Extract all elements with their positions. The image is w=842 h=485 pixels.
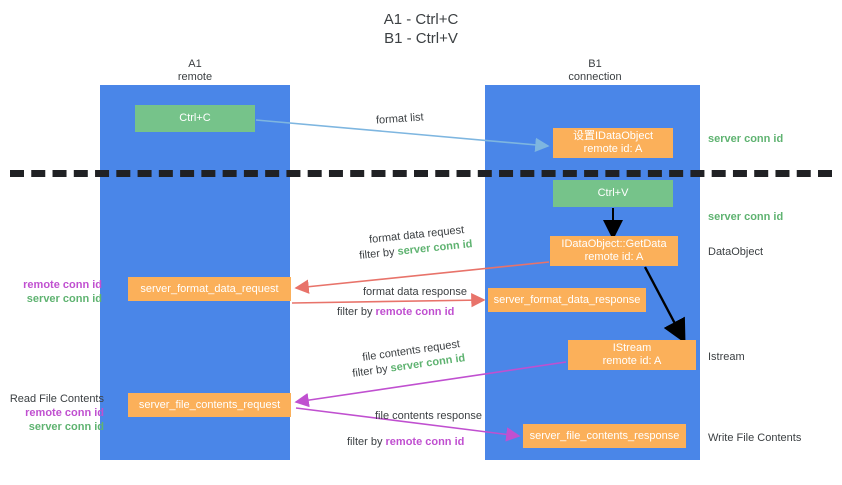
node-ctrl-c[interactable]: Ctrl+C — [135, 105, 255, 132]
edge-label-format-data-response: format data response — [363, 286, 467, 298]
node-istream[interactable]: IStream remote id: A — [568, 340, 696, 370]
node-server-file-contents-request[interactable]: server_file_contents_request — [128, 393, 291, 417]
node-server-format-data-request[interactable]: server_format_data_request — [128, 277, 291, 301]
node-server-file-contents-response[interactable]: server_file_contents_response — [523, 424, 686, 448]
filter-key-remote-conn-id: remote conn id — [375, 306, 455, 318]
filter-prefix: filter by — [337, 306, 376, 318]
side-label-server-conn-id-lower: server conn id — [28, 421, 104, 433]
lane-header-b1: B1 connection — [568, 58, 622, 83]
filter-prefix: filter by — [351, 362, 392, 380]
side-label-write-file-contents: Write File Contents — [708, 432, 802, 444]
side-label-server-conn-id-upper: server conn id — [26, 293, 102, 305]
node-ctrl-v[interactable]: Ctrl+V — [553, 180, 673, 207]
edge-label-file-contents-response: file contents response — [375, 410, 483, 422]
filter-prefix: filter by — [358, 245, 399, 262]
side-label-remote-conn-id-upper: remote conn id — [23, 279, 102, 291]
side-label-remote-conn-id-lower: remote conn id — [25, 407, 104, 419]
page-title: A1 - Ctrl+C B1 - Ctrl+V — [383, 11, 459, 47]
edge-label-format-list: format list — [375, 111, 425, 127]
side-label-read-file-contents-group: Read File Contents remote conn id server… — [8, 392, 104, 434]
lane-header-a1: A1 remote — [177, 58, 213, 83]
edge-label-format-data-response-filter: filter by remote conn id — [337, 305, 454, 320]
side-label-dataobject: DataObject — [708, 246, 764, 258]
arrow-format-data-response — [291, 293, 486, 308]
divider-dashed-line — [10, 170, 832, 177]
node-set-idataobject[interactable]: 设置IDataObject remote id: A — [553, 128, 673, 158]
filter-key-remote-conn-id: remote conn id — [385, 436, 465, 448]
side-label-server-conn-id-mid: server conn id — [708, 211, 784, 223]
node-server-format-data-response[interactable]: server_format_data_response — [488, 288, 646, 312]
edge-label-file-contents-response-filter: filter by remote conn id — [347, 435, 464, 450]
side-label-read-file-contents: Read File Contents — [9, 393, 104, 405]
side-label-server-conn-id-top: server conn id — [708, 133, 784, 145]
side-label-istream: Istream — [708, 351, 745, 363]
node-idataobject-getdata[interactable]: IDataObject::GetData remote id: A — [550, 236, 678, 266]
side-label-conn-ids-upper: remote conn id server conn id — [10, 278, 102, 306]
filter-prefix: filter by — [347, 436, 386, 448]
